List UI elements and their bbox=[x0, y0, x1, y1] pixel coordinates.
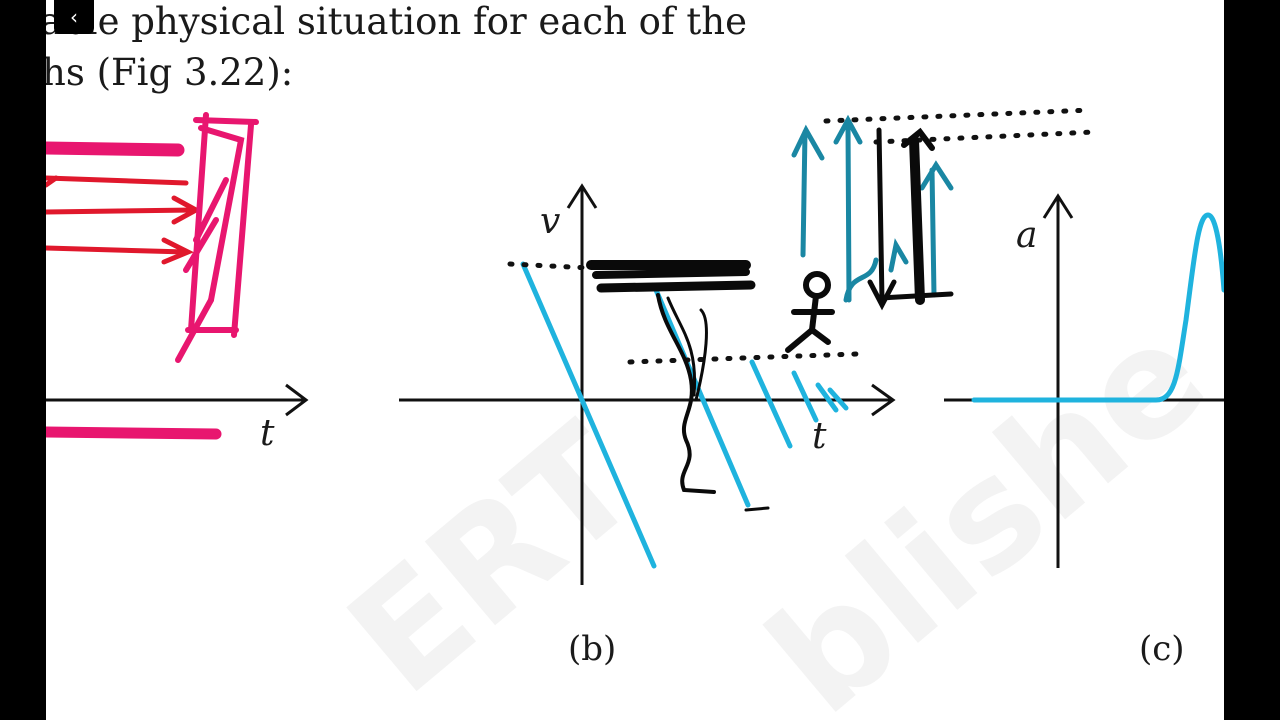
figure-c bbox=[944, 193, 1224, 568]
figure-b-v-arrow-icon bbox=[566, 183, 598, 209]
pink-plot-line bbox=[46, 426, 222, 440]
figure-b bbox=[399, 107, 1097, 585]
figure-a-t-label: t bbox=[260, 413, 275, 454]
figure-c-a-label: a bbox=[1016, 215, 1038, 256]
dotted-lines bbox=[507, 107, 1097, 365]
black-arrows bbox=[867, 127, 954, 311]
figure-a-t-arrow-icon bbox=[285, 383, 309, 417]
pink-top-stroke bbox=[46, 141, 185, 157]
svg-text:ERT: ERT bbox=[317, 393, 669, 720]
teal-up-arrows bbox=[791, 114, 954, 303]
watermark: ERT blishe bbox=[317, 288, 1224, 720]
figure-b-t-label: t bbox=[812, 416, 827, 457]
stick-figure bbox=[785, 271, 835, 353]
red-arrows bbox=[46, 175, 202, 265]
heading-line-1: able physical situation for each of the bbox=[46, 0, 748, 43]
heading-line-2: hs (Fig 3.22): bbox=[46, 51, 294, 94]
figure-b-caption: (b) bbox=[568, 629, 617, 669]
figure-b-v-label: v bbox=[540, 201, 561, 242]
figure-c-caption: (c) bbox=[1139, 629, 1185, 669]
figure-c-a-arrow-icon bbox=[1042, 193, 1074, 219]
figure-b-t-arrow-icon bbox=[871, 383, 896, 417]
chevron-left-icon: ‹ bbox=[70, 5, 78, 29]
back-button[interactable]: ‹ bbox=[54, 0, 94, 34]
document-page: ERT blishe bbox=[46, 0, 1224, 720]
pink-wall bbox=[175, 112, 259, 363]
cyan-acceleration-curve bbox=[971, 212, 1224, 403]
drawing-canvas: ERT blishe bbox=[46, 107, 1224, 720]
cyan-velocity-lines bbox=[520, 261, 849, 569]
black-scribbles bbox=[586, 260, 770, 512]
figure-a bbox=[46, 112, 309, 440]
